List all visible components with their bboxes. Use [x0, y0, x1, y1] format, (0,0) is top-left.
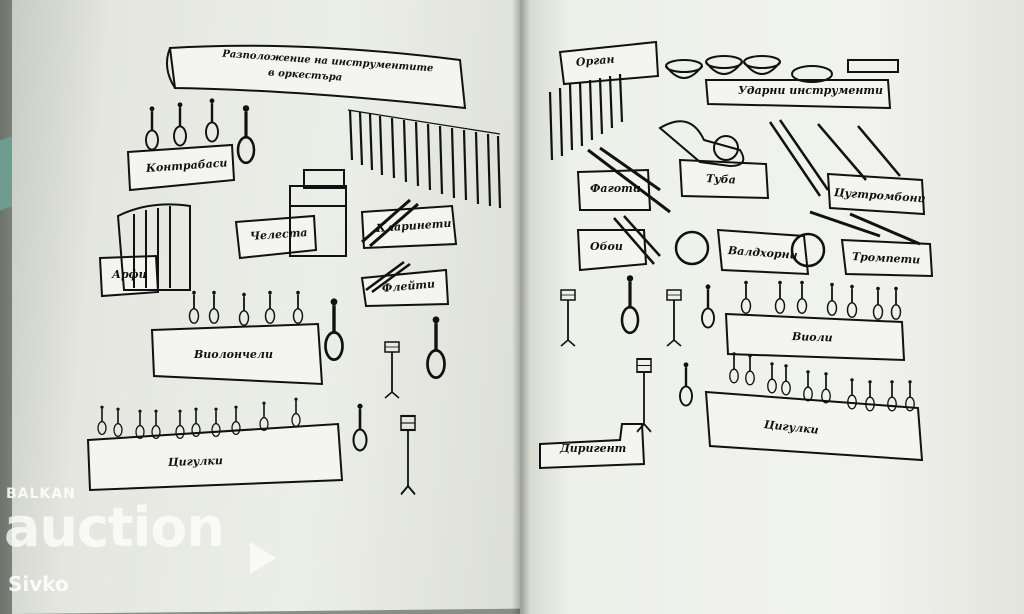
label-conductor: Диригент	[560, 442, 627, 455]
label-tuba: Туба	[705, 172, 737, 187]
watermark-brand-large: auction	[4, 496, 225, 559]
label-violins-left: Цигулки	[167, 454, 224, 469]
label-violas: Виоли	[791, 330, 833, 345]
harps-banner	[98, 254, 160, 298]
conductor-podium	[539, 423, 646, 470]
celesta-banner	[234, 214, 318, 260]
label-harps: Арфи	[112, 268, 147, 281]
trombones-drawing	[768, 119, 901, 197]
trumpets-banner	[840, 238, 934, 278]
harp-drawing	[116, 203, 191, 291]
watermark-play-icon	[250, 542, 276, 574]
flutes-banner	[360, 268, 450, 308]
tuba-banner	[678, 158, 770, 200]
trumpets-drawing	[809, 210, 921, 246]
bassoons-banner	[576, 168, 652, 211]
book-gutter	[512, 0, 530, 614]
celesta-drawing	[289, 169, 347, 257]
music-stands-right	[560, 289, 682, 433]
violins-banner-left	[86, 422, 344, 492]
organ-pipes-left	[347, 109, 502, 209]
label-oboes: Обои	[590, 240, 623, 253]
organ-banner	[558, 40, 660, 86]
trombones-banner	[826, 172, 926, 216]
timpani-drawing	[665, 55, 899, 83]
violas-banner	[724, 312, 906, 362]
contrabass-banner	[126, 143, 236, 192]
cellos-banner	[150, 322, 324, 386]
watermark-seller: Sivko	[8, 572, 69, 596]
title-banner	[165, 44, 467, 110]
oboes-banner	[576, 229, 648, 272]
bassoons-drawing	[587, 146, 671, 214]
horns-drawing	[674, 230, 826, 268]
organ-pipes-right	[548, 73, 624, 161]
music-stands-left	[384, 341, 417, 496]
watermark-brand-small: BALKAN	[6, 486, 76, 502]
horns-banner	[716, 228, 810, 276]
clarinets-drawing	[361, 198, 419, 248]
label-cellos: Виолончели	[194, 348, 273, 361]
flutes-drawing	[365, 260, 411, 294]
tuba-drawing	[658, 120, 745, 168]
clarinets-banner	[360, 204, 458, 250]
label-bassoons: Фаготи	[590, 182, 641, 195]
oboes-drawing	[613, 215, 661, 265]
label-percussion: Ударни инструменти	[738, 84, 883, 97]
